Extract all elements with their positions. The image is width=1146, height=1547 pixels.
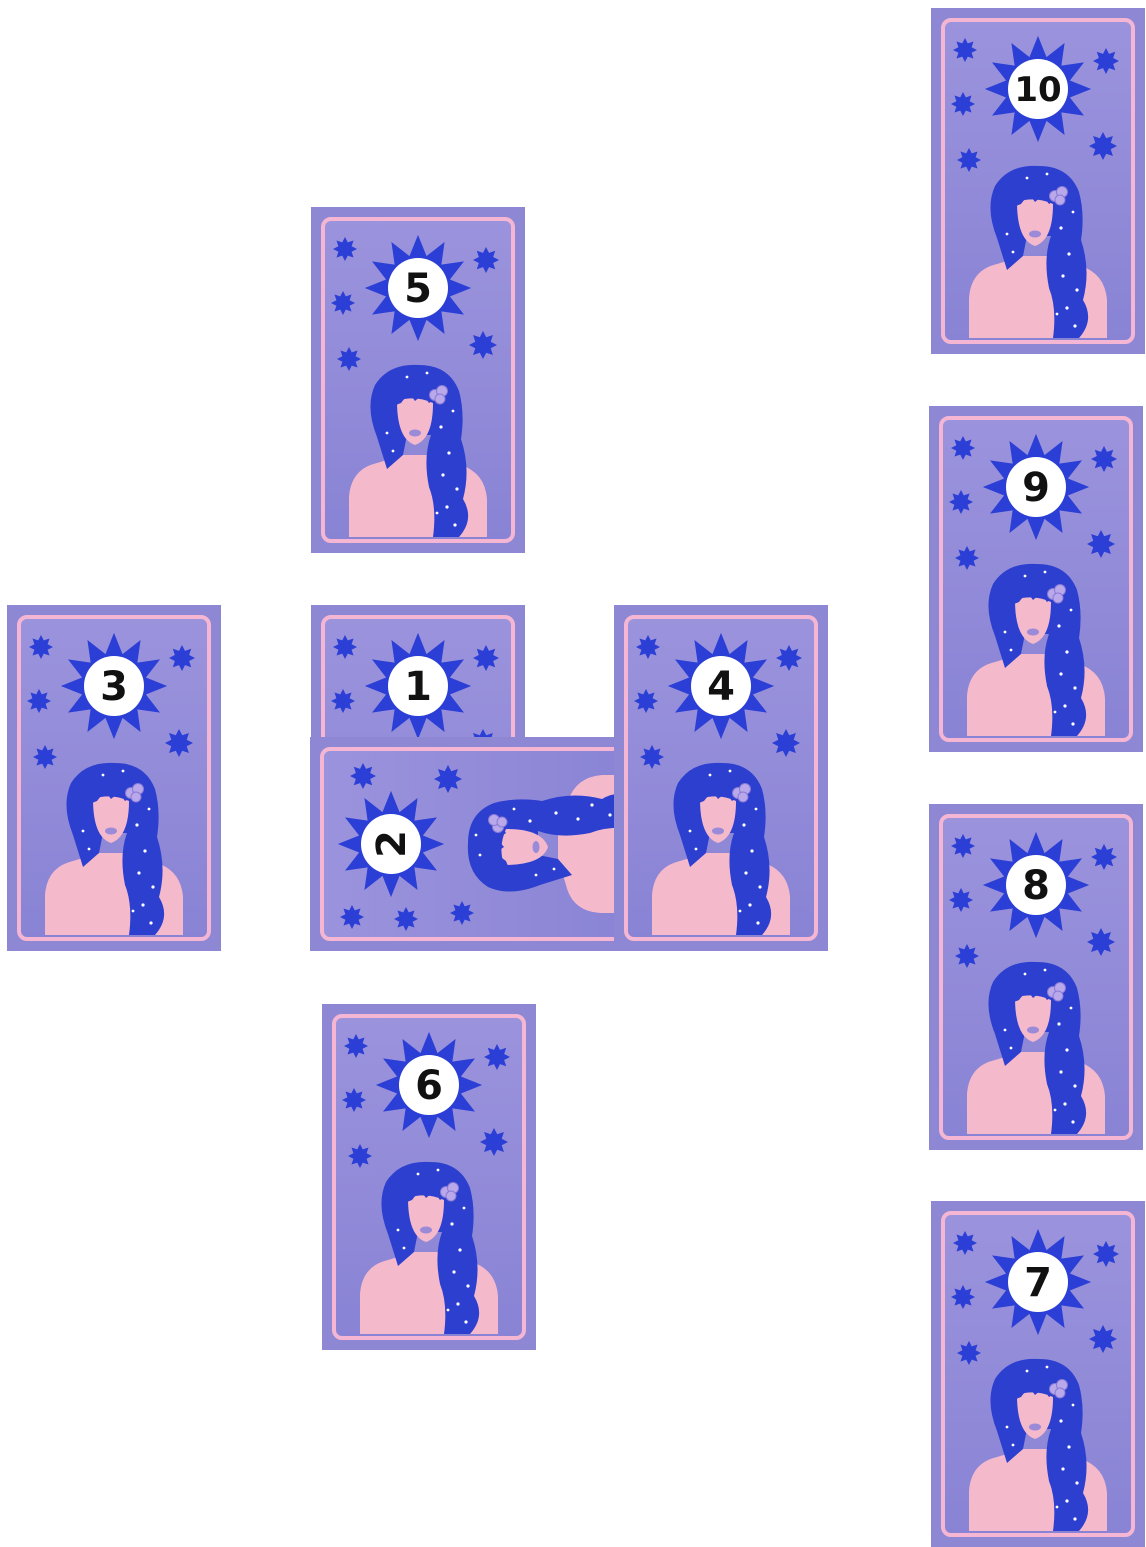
card-4-number: 4	[707, 664, 735, 710]
card-2-number: 2	[369, 830, 415, 858]
card-2-art: 2	[310, 737, 656, 951]
card-10-number: 10	[1014, 70, 1061, 110]
card-6-number: 6	[415, 1063, 443, 1109]
card-5-art: 5	[311, 207, 525, 553]
card-8-art: 8	[929, 804, 1143, 1150]
card-8-number: 8	[1022, 863, 1050, 909]
card-4: 4	[614, 605, 828, 951]
card-9-number: 9	[1022, 465, 1050, 511]
card-6-art: 6	[322, 1004, 536, 1350]
card-8: 8	[929, 804, 1143, 1150]
card-7-art: 7	[931, 1201, 1145, 1547]
card-10-art: 10	[931, 8, 1145, 354]
card-6: 6	[322, 1004, 536, 1350]
card-10: 10	[931, 8, 1145, 354]
card-5: 5	[311, 207, 525, 553]
card-3: 3	[7, 605, 221, 951]
card-3-art: 3	[7, 605, 221, 951]
card-7-number: 7	[1024, 1260, 1052, 1306]
card-7: 7	[931, 1201, 1145, 1547]
card-5-number: 5	[404, 266, 432, 312]
card-2: 2	[310, 737, 656, 951]
card-1-number: 1	[404, 664, 432, 710]
card-4-art: 4	[614, 605, 828, 951]
card-9-art: 9	[929, 406, 1143, 752]
card-9: 9	[929, 406, 1143, 752]
card-3-number: 3	[100, 664, 128, 710]
